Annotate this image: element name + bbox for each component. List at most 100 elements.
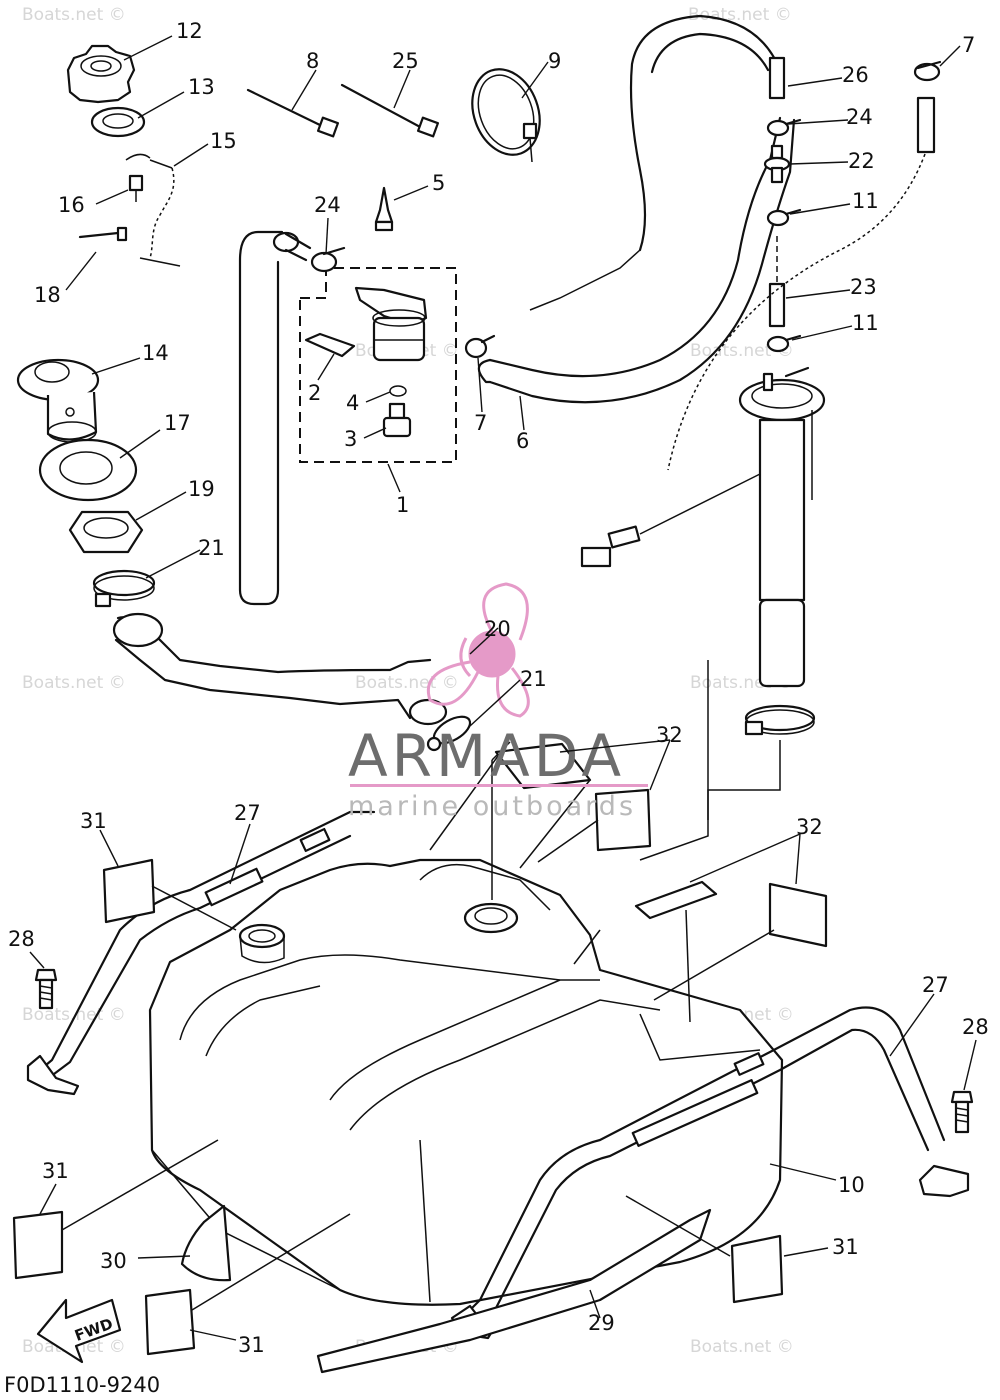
fuel-filter-assembly-part[interactable] [299, 267, 457, 463]
hose-23-part[interactable] [768, 282, 786, 328]
pad-29-part[interactable] [316, 1208, 712, 1374]
callout-14: 14 [142, 341, 169, 365]
callout-19: 19 [188, 477, 215, 501]
callout-11-lower: 11 [852, 311, 879, 335]
leader-lines [29, 35, 977, 1341]
cable-tie-25-part[interactable] [340, 83, 440, 138]
callout-23: 23 [850, 275, 877, 299]
callout-31-bottom-left: 31 [42, 1159, 69, 1183]
band-9-part[interactable] [461, 60, 551, 165]
callout-13: 13 [188, 75, 215, 99]
forward-arrow: FWD [36, 1298, 122, 1364]
damper-32-right-part[interactable] [634, 880, 828, 948]
callout-10: 10 [838, 1173, 865, 1197]
callout-9: 9 [548, 49, 561, 73]
vent-guide-line [667, 153, 926, 471]
cap-gasket-part[interactable] [90, 106, 146, 138]
cable-tie-8-part[interactable] [246, 88, 340, 138]
callout-2: 2 [308, 381, 321, 405]
o-ring-part[interactable] [389, 385, 407, 397]
vent-hose-part[interactable] [238, 230, 312, 606]
callout-6: 6 [516, 429, 529, 453]
callout-21-upper: 21 [198, 536, 225, 560]
callout-numbers: 12 13 15 16 18 14 17 19 21 8 25 9 5 24 2… [8, 19, 989, 1357]
diagram-code: F0D1110-9240 [4, 1373, 160, 1397]
callout-28-right: 28 [962, 1015, 989, 1039]
neck-gasket-part[interactable] [38, 438, 138, 502]
damper-31-bottom-left-part[interactable] [12, 1210, 64, 1280]
callout-32-right: 32 [796, 815, 823, 839]
watermark-13: Boats.net © [690, 1337, 794, 1357]
sender-guide-line [707, 740, 781, 820]
hose-26-part[interactable] [768, 56, 786, 100]
callout-31-bottom-center: 31 [238, 1333, 265, 1357]
callout-17: 17 [164, 411, 191, 435]
callout-26: 26 [842, 63, 869, 87]
filter-bracket-part[interactable] [304, 332, 356, 358]
pad-30-part[interactable] [180, 1204, 232, 1282]
chain-screw-part[interactable] [128, 174, 144, 202]
joint-5-part[interactable] [374, 186, 394, 232]
callout-1: 1 [396, 493, 409, 517]
callout-27-right: 27 [922, 973, 949, 997]
callout-27-left: 27 [234, 801, 261, 825]
callout-5: 5 [432, 171, 445, 195]
retaining-chain-part[interactable] [125, 153, 181, 267]
fuel-tank-part[interactable] [148, 858, 784, 1306]
callout-7-right: 7 [962, 33, 975, 57]
clip-7-filter-part[interactable] [464, 334, 496, 359]
joint-22-part[interactable] [763, 144, 791, 184]
callout-22: 22 [848, 149, 875, 173]
armada-logo: ARMADA marine outboards [348, 582, 648, 822]
brand-name: ARMADA [348, 722, 625, 790]
damper-guide-lines [61, 660, 775, 1311]
hose-clamp-21-part[interactable] [426, 711, 474, 752]
damper-31-right-part[interactable] [730, 1234, 784, 1304]
propeller-icon [427, 582, 530, 718]
callout-30: 30 [100, 1249, 127, 1273]
hose-clamp-upper-part[interactable] [92, 569, 156, 608]
damper-31-bottom-center-part[interactable] [144, 1288, 196, 1356]
clip-11-upper-part[interactable] [766, 208, 802, 227]
rivet-part[interactable] [78, 226, 128, 242]
callout-15: 15 [210, 129, 237, 153]
strap-right-part[interactable] [450, 1006, 970, 1340]
callout-4: 4 [346, 391, 359, 415]
filler-hose-part[interactable] [112, 612, 448, 726]
brand-underline [350, 784, 648, 787]
watermark-5: Boats.net © [22, 673, 126, 693]
callout-31-left: 31 [80, 809, 107, 833]
callout-11-upper: 11 [852, 189, 879, 213]
filler-neck-part[interactable] [16, 358, 100, 443]
bolt-left-part[interactable] [34, 968, 58, 1010]
callout-3: 3 [344, 427, 357, 451]
callout-21-lower: 21 [520, 667, 547, 691]
watermark-1: Boats.net © [22, 5, 126, 25]
callout-25: 25 [392, 49, 419, 73]
clip-7-right-part[interactable] [913, 60, 942, 154]
watermark-8: Boats.net © [22, 1005, 126, 1025]
sender-clamp-part[interactable] [744, 704, 816, 736]
watermark-6: Boats.net © [355, 673, 459, 693]
callout-16: 16 [58, 193, 85, 217]
watermark-2: Boats.net © [688, 5, 792, 25]
bolt-right-part[interactable] [950, 1090, 974, 1134]
brand-tagline: marine outboards [348, 791, 636, 822]
callout-20: 20 [484, 617, 511, 641]
damper-31-left-part[interactable] [102, 858, 156, 924]
callout-7-filter: 7 [474, 411, 487, 435]
drain-plug-part[interactable] [382, 402, 412, 438]
callout-24-left: 24 [314, 193, 341, 217]
damper-32-upper-part[interactable] [494, 742, 652, 852]
fuel-hose-part[interactable] [477, 14, 796, 404]
fuel-sender-unit-part[interactable] [580, 366, 826, 688]
callout-29: 29 [588, 1311, 615, 1335]
callout-31-right: 31 [832, 1235, 859, 1259]
callout-24-right: 24 [846, 105, 873, 129]
lock-nut-part[interactable] [68, 510, 144, 554]
clip-24-left-part[interactable] [310, 246, 346, 273]
filler-cap-part[interactable] [66, 44, 136, 104]
clip-24-right-part[interactable] [766, 118, 802, 137]
clip-11-lower-part[interactable] [766, 334, 802, 353]
